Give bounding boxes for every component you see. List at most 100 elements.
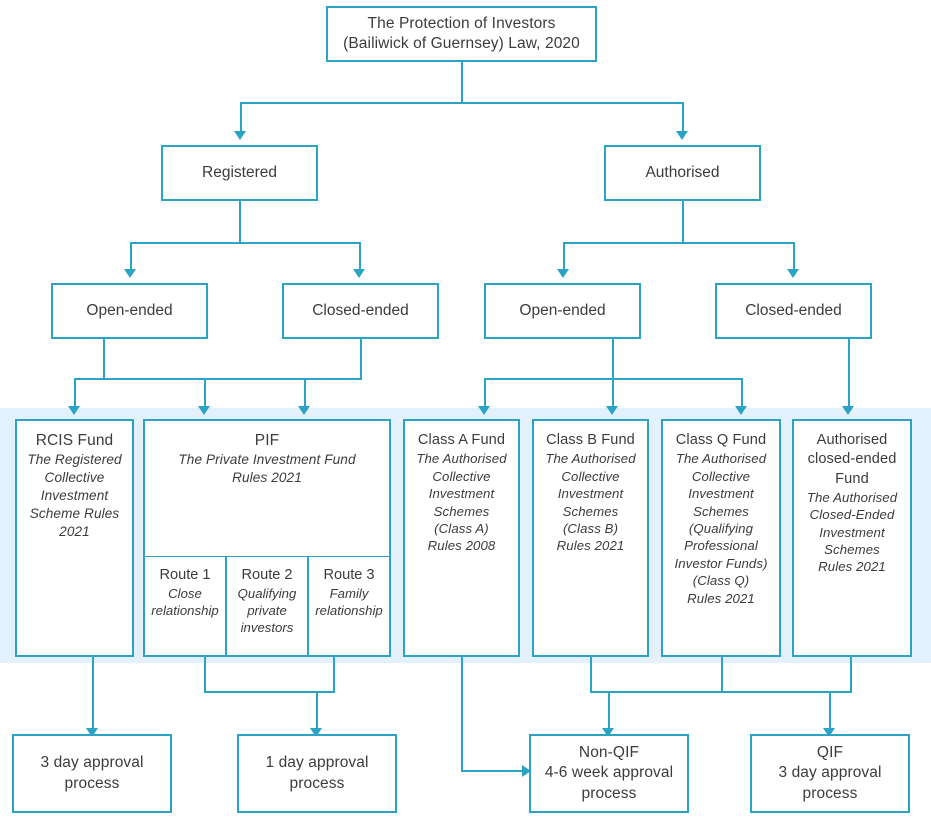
rcis-rule-line: Scheme Rules (29, 506, 120, 522)
connector-to-class-b (612, 378, 614, 407)
pif-rule-line: Rules 2021 (232, 470, 302, 486)
connector-to-pif-mid (204, 378, 206, 407)
class-b-rule-line: (Class B) (562, 520, 619, 536)
connector-pif-to-approval (316, 691, 318, 729)
arrowhead-to-class-q (735, 406, 747, 415)
connector-route1-down (204, 657, 206, 692)
node-registered[interactable]: Registered (161, 145, 318, 201)
pif-approval-line: process (289, 774, 345, 792)
non-qif-line: process (581, 784, 637, 802)
class-q-rule-line: (Class Q) (692, 573, 750, 589)
auth-closed-title-line: closed-ended (807, 451, 897, 468)
connector-registered-to-open (130, 242, 132, 270)
pif-title: PIF (254, 432, 280, 449)
class-a-rule-line: (Class A) (434, 520, 489, 536)
auth-closed-rule-line: Schemes (824, 542, 880, 558)
connector-reg-closed-bus (204, 378, 362, 380)
arrowhead-class-a-nonqif (522, 765, 531, 777)
arrowhead-nonqif (602, 728, 614, 737)
auth-closed-rule-line: Rules 2021 (818, 559, 886, 575)
class-b-rule-line: Rules 2021 (556, 538, 625, 554)
auth-closed-rule-line: Closed-Ended (809, 507, 895, 523)
node-authorised-closed-ended[interactable]: Closed-ended (715, 283, 872, 339)
node-non-qif-approval[interactable]: Non-QIF 4-6 week approval process (529, 734, 689, 813)
connector-root-to-authorised (682, 102, 684, 132)
connector-auth-open-stem (612, 339, 614, 379)
authorised-closed-ended-label: Closed-ended (745, 301, 842, 319)
arrowhead-to-pif-mid (198, 406, 210, 415)
rcis-approval-line: process (64, 774, 120, 792)
registered-open-ended-label: Open-ended (86, 301, 173, 319)
class-q-rule-line: Schemes (693, 503, 749, 519)
class-a-rule-line: Collective (432, 468, 491, 484)
qif-line: process (802, 784, 858, 802)
connector-to-qif (829, 691, 831, 729)
arrowhead-to-authorised (676, 131, 688, 140)
pif-route-3[interactable]: Route 3 Family relationship (308, 556, 390, 656)
node-rcis-approval[interactable]: 3 day approval process (12, 734, 172, 813)
non-qif-line: 4-6 week approval (544, 764, 674, 782)
route-2-desc-line: private (247, 603, 287, 619)
route-3-desc-line: Family (329, 585, 369, 601)
registered-closed-ended-label: Closed-ended (312, 301, 409, 319)
connector-to-nonqif (608, 691, 610, 729)
pif-route-1[interactable]: Route 1 Close relationship (144, 556, 226, 656)
rcis-fund-title: RCIS Fund (35, 432, 114, 449)
class-b-title: Class B Fund (546, 432, 635, 448)
arrowhead-qif (823, 728, 835, 737)
node-authorised-closed-ended-fund[interactable]: Authorised closed-ended Fund The Authori… (792, 419, 912, 657)
connector-authorised-stem (682, 201, 684, 243)
class-a-rule-line: Rules 2008 (427, 538, 496, 554)
class-b-rule-line: Schemes (562, 503, 619, 519)
route-1-name: Route 1 (159, 567, 211, 583)
route-2-desc-line: investors (240, 620, 294, 636)
class-q-rule-line: Professional (684, 538, 758, 554)
root-line-2: (Bailiwick of Guernsey) Law, 2020 (343, 35, 580, 52)
connector-class-b-down (590, 657, 592, 692)
node-authorised-open-ended[interactable]: Open-ended (484, 283, 641, 339)
node-registered-closed-ended[interactable]: Closed-ended (282, 283, 439, 339)
arrowhead-pif-approval (310, 728, 322, 737)
route-3-desc-line: relationship (315, 603, 383, 619)
connector-class-a-down (461, 657, 463, 771)
connector-class-a-right (461, 770, 524, 772)
connector-root-stem (461, 62, 463, 103)
arrowhead-registered-open (124, 269, 136, 278)
class-q-rule-line: Investment (688, 486, 754, 502)
node-pif-approval[interactable]: 1 day approval process (237, 734, 397, 813)
node-authorised[interactable]: Authorised (604, 145, 761, 201)
route-1-desc-line: Close (168, 585, 202, 601)
non-qif-line: Non-QIF (578, 743, 640, 761)
auth-closed-rule-line: The Authorised (806, 489, 898, 505)
node-class-b-fund[interactable]: Class B Fund The Authorised Collective I… (532, 419, 649, 657)
connector-route3-down (333, 657, 335, 692)
connector-to-auth-closed-fund (848, 339, 850, 407)
node-qif-approval[interactable]: QIF 3 day approval process (750, 734, 910, 813)
connector-root-to-registered (240, 102, 242, 132)
node-class-a-fund[interactable]: Class A Fund The Authorised Collective I… (403, 419, 520, 657)
class-b-rule-line: Investment (557, 486, 624, 502)
node-registered-open-ended[interactable]: Open-ended (51, 283, 208, 339)
pif-route-2[interactable]: Route 2 Qualifying private investors (226, 556, 308, 656)
auth-closed-rule-line: Investment (819, 524, 885, 540)
class-a-rule-line: The Authorised (416, 451, 507, 467)
class-a-rule-line: Schemes (433, 503, 490, 519)
connector-root-bus (240, 102, 683, 104)
arrowhead-to-auth-closed-fund (842, 406, 854, 415)
connector-reg-open-bus (74, 378, 305, 380)
node-rcis-fund[interactable]: RCIS Fund The Registered Collective Inve… (15, 419, 134, 657)
qif-line: 3 day approval (778, 764, 882, 782)
connector-class-q-down-left (721, 657, 723, 692)
connector-nonqif-bus (590, 691, 723, 693)
route-2-desc-line: Qualifying (237, 585, 297, 601)
class-q-rule-line: The Authorised (675, 451, 767, 467)
class-b-rule-line: The Authorised (545, 451, 636, 467)
route-1-desc-line: relationship (151, 603, 219, 619)
class-q-rule-line: (Qualifying (688, 520, 754, 536)
connector-registered-bus (130, 242, 360, 244)
class-b-rule-line: Collective (561, 468, 620, 484)
node-protection-of-investors-law[interactable]: The Protection of Investors (Bailiwick o… (326, 6, 597, 62)
node-class-q-fund[interactable]: Class Q Fund The Authorised Collective I… (661, 419, 781, 657)
auth-closed-title-line: Fund (835, 470, 869, 487)
